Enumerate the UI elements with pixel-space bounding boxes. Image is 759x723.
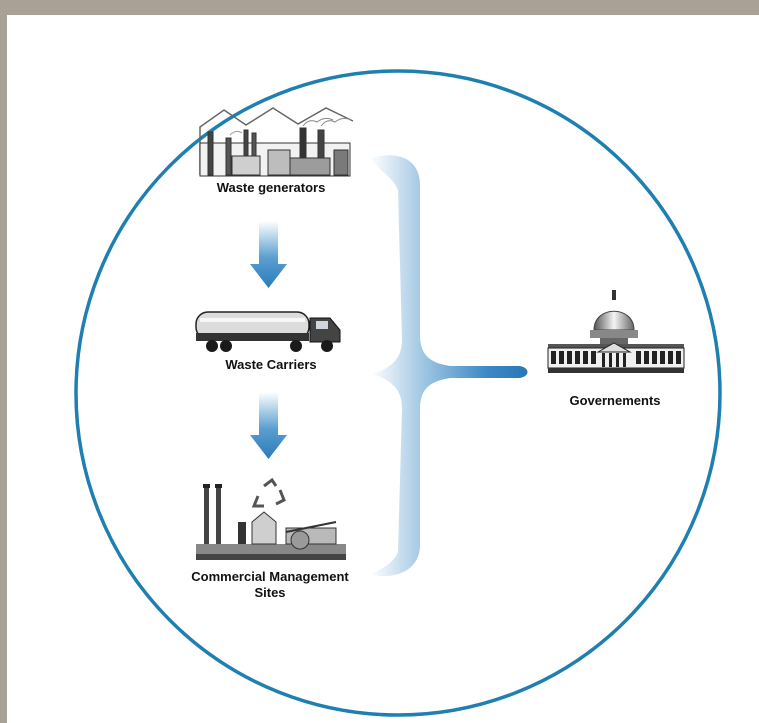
factory-icon — [199, 107, 354, 177]
truck-icon — [195, 311, 341, 352]
boundary-circle — [74, 69, 722, 717]
node-label-waste-carriers: Waste Carriers — [225, 357, 317, 372]
node-label-waste-generators: Waste generators — [216, 180, 326, 195]
flow-arrow-1 — [250, 221, 287, 288]
node-label-commercial-management-sites: Commercial Management Sites — [191, 569, 349, 600]
recycling-plant-icon — [196, 477, 346, 560]
capitol-building-icon — [547, 290, 685, 373]
node-label-governments: Governements — [569, 393, 661, 408]
curly-brace — [370, 155, 528, 577]
flow-arrow-2 — [250, 392, 287, 459]
